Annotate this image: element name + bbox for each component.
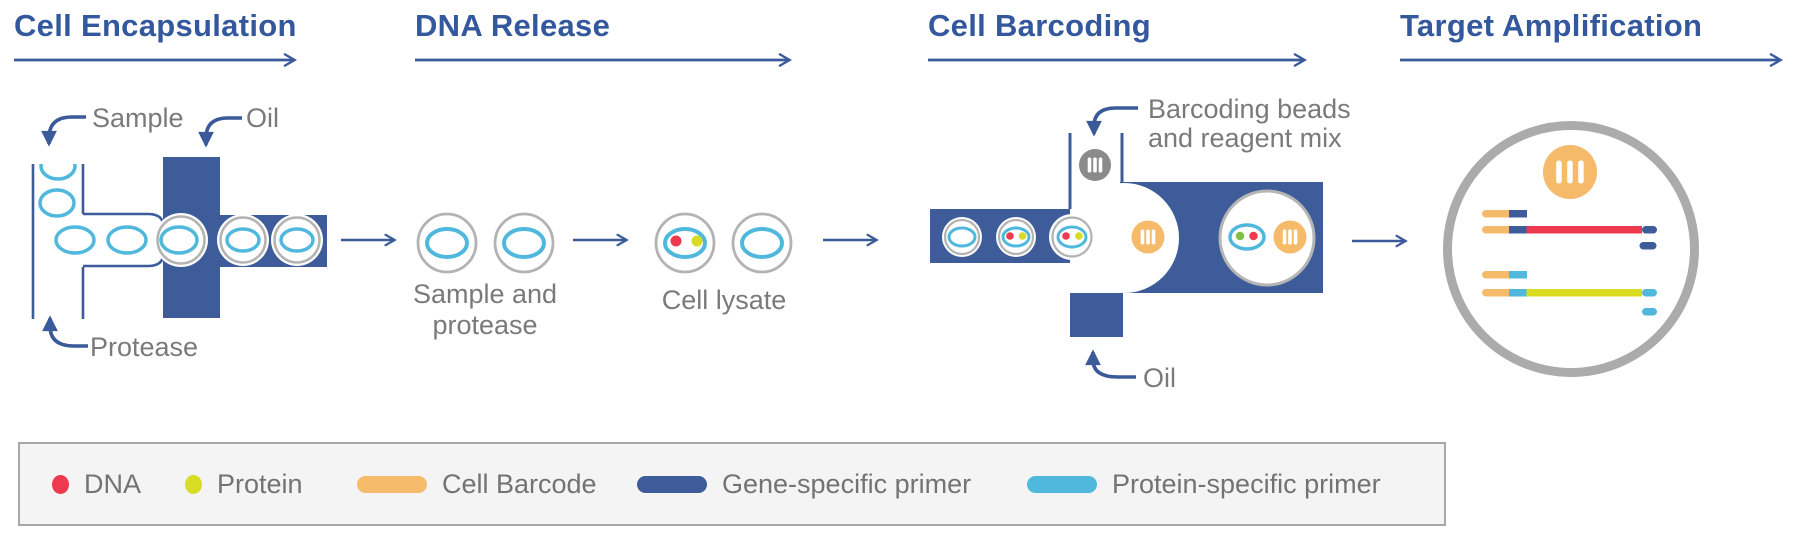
legend: DNA Protein Cell Barcode Gene-specific p…	[18, 442, 1446, 526]
droplet-forming	[154, 213, 208, 267]
mixing-chamber	[1069, 183, 1179, 293]
label-line: Barcoding beads	[1148, 94, 1351, 124]
sample-arrow	[41, 115, 86, 147]
protein-dot-swatch	[185, 474, 202, 494]
droplet	[217, 214, 269, 266]
oil-bottom-arrow	[1085, 349, 1136, 379]
stage-title-dna-release: DNA Release	[415, 8, 611, 43]
droplet-lysate	[1049, 214, 1095, 260]
barcoded-droplet	[1218, 189, 1316, 287]
cell-barcode-swatch	[357, 475, 427, 493]
label-oil-bottom: Oil	[1143, 363, 1176, 393]
oil-inlet-bottom	[1070, 293, 1123, 337]
cell	[106, 225, 148, 255]
label-barcoding-beads: Barcoding beads and reagent mix	[1148, 95, 1351, 153]
dna-dot	[670, 235, 682, 247]
green-dot	[1235, 231, 1245, 241]
legend-label: Gene-specific primer	[722, 468, 972, 499]
cells-in-sample-channel	[38, 164, 77, 218]
cell	[54, 225, 96, 255]
label-line: and reagent mix	[1148, 123, 1342, 153]
label-protease: Protease	[90, 332, 199, 362]
protein-dot	[691, 235, 703, 247]
label-sample-and-protease: Sample and protease	[375, 279, 595, 341]
label-oil-top: Oil	[246, 103, 279, 133]
bead-channel-walls	[1068, 133, 1124, 209]
label-line: Sample and	[412, 279, 558, 309]
label-sample: Sample	[92, 103, 184, 133]
dna-dot	[1249, 231, 1258, 241]
dna-release-droplets	[416, 212, 793, 274]
droplet-sample-protease	[493, 212, 555, 274]
barcode-bead-icon	[1131, 220, 1165, 254]
droplet-cell-lysate	[654, 212, 716, 274]
oil-top-arrow	[198, 116, 242, 148]
amplicon-protein-strands	[1482, 271, 1657, 316]
legend-item-cell-barcode: Cell Barcode	[357, 444, 597, 524]
protease-arrow	[42, 315, 88, 348]
label-line: protease	[432, 310, 538, 340]
flow-arrows	[341, 240, 1405, 241]
dna-dot-swatch	[52, 474, 69, 494]
label-cell-lysate: Cell lysate	[661, 285, 787, 315]
amplification-droplet	[1443, 121, 1699, 377]
stage-title-cell-barcoding: Cell Barcoding	[928, 8, 1151, 43]
legend-item-dna: DNA	[52, 444, 141, 524]
gene-primer-swatch	[637, 475, 707, 493]
beads-arrow	[1086, 106, 1138, 137]
amplicon-gene-strands	[1482, 210, 1657, 250]
barcoding-bead-gray-icon	[1079, 149, 1111, 181]
legend-label: DNA	[84, 468, 142, 499]
barcode-bead-icon	[1543, 145, 1597, 199]
inlet-label-arrows	[41, 115, 242, 348]
droplet	[942, 217, 982, 257]
legend-label: Protein-specific primer	[1112, 468, 1381, 499]
droplet-cell-lysate	[731, 212, 793, 274]
legend-item-protein-specific-primer: Protein-specific primer	[1027, 444, 1381, 524]
droplet-sample-protease	[416, 212, 478, 274]
encapsulation-device	[31, 115, 327, 348]
legend-label: Protein	[217, 468, 303, 499]
legend-label: Cell Barcode	[442, 468, 597, 499]
barcode-bead-icon	[1273, 220, 1307, 254]
barcoding-label-arrows	[1085, 106, 1138, 379]
droplet	[271, 214, 323, 266]
barcoding-device	[930, 106, 1323, 379]
legend-item-protein: Protein	[185, 444, 303, 524]
stage-title-cell-encapsulation: Cell Encapsulation	[14, 8, 297, 43]
droplet-lysate	[996, 217, 1036, 257]
protein-primer-swatch	[1027, 475, 1097, 493]
stage-title-target-amplification: Target Amplification	[1400, 8, 1703, 43]
legend-item-gene-specific-primer: Gene-specific primer	[637, 444, 971, 524]
